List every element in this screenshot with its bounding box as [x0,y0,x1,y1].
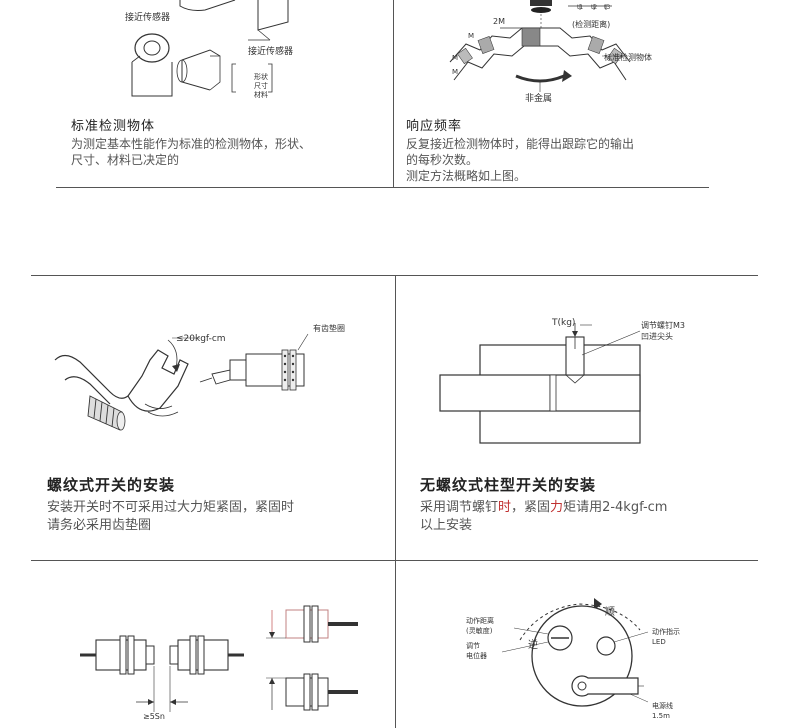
indicator-label-2: LED [652,638,666,646]
threaded-switch-line-1: 安装开关时不可采用过大力矩紧固，紧固时 [47,500,295,515]
m-label-1: M [468,32,475,40]
sensor-label-b: 接近传感器 [248,47,294,57]
line1-mid: ，紧固 [511,500,551,515]
two-m-label: 2M [493,17,505,26]
threaded-switch-line-2: 请务必采用齿垫圈 [47,518,152,533]
non-threaded-switch-line-1: 采用调节螺钉时，紧固力矩请用2-4kgf-cm [420,499,667,517]
line1-red-2: 力 [550,500,564,515]
size-label: 尺寸 [254,82,268,90]
mid-separator [31,560,758,561]
torque-label: ≤20kgf-cm [176,334,226,344]
standard-object-diagram [131,0,289,97]
time-t3: t3 [604,4,611,11]
adjustment-diagram [501,598,649,707]
standard-object-line-1: 为测定基本性能作为标准的检测物体，形状、 [71,137,312,151]
line1-prefix: 采用调节螺钉 [420,500,499,515]
action-distance-label-1: 动作距离 [466,617,494,625]
line1-red: 时 [498,500,512,515]
time-t2: t2 [591,4,598,11]
non-threaded-switch-diagram [439,323,641,444]
sensor-label-a: 接近传感器 [125,13,171,23]
mid-divider [395,275,396,728]
non-metal-label: 非金属 [525,94,553,104]
indicator-label-1: 动作指示 [652,628,680,636]
standard-object-line-2: 尺寸、材料已决定的 [71,153,180,167]
standard-object-title: 标准检测物体 [71,119,156,134]
top-bottom-rule [56,187,709,188]
response-frequency-line-3: 测定方法概略如上图。 [406,169,527,183]
adjust-screw-label-1: 调节螺钉M3 [641,321,685,330]
threaded-switch-diagram [54,333,309,431]
adjust-pot-label-2: 电位器 [466,652,487,660]
non-threaded-switch-title: 无螺纹式柱型开关的安装 [420,476,597,494]
toothed-washer-label: 有齿垫圈 [313,324,345,333]
detection-distance-label: (检测距离) [572,20,611,29]
standard-object-label: 标准检测物体 [604,53,652,62]
adjust-pot-label-1: 调节 [466,642,480,650]
t-kg-label: T(kg) [552,318,576,328]
m-label-2: M [452,54,459,62]
material-label: 材料 [254,91,268,99]
action-distance-label-2: (灵敏度) [466,627,493,635]
mid-top-rule [31,275,758,276]
line1-suffix: 矩请用2-4kgf-cm [563,500,668,515]
response-frequency-title: 响应频率 [406,119,463,134]
spacing-diagram [80,605,358,712]
cable-label-1: 电源线 [652,702,673,710]
ni-label: 逆 [528,640,538,651]
response-frequency-line-1: 反复接近检测物体时，能得出跟踪它的输出 [406,137,635,151]
top-divider [393,0,394,188]
shun-label: 顺 [605,607,615,618]
spacing-label: ≥5Sn [143,712,165,721]
m-label-3: M [452,68,459,76]
response-frequency-diagram [449,0,631,92]
shape-label: 形状 [254,73,268,81]
non-threaded-switch-line-2: 以上安装 [420,518,473,533]
adjust-screw-label-2: 凹进尖头 [641,332,673,341]
response-frequency-line-2: 的每秒次数。 [406,153,479,167]
time-t1: t1 [577,4,584,11]
cable-label-2: 1.5m [652,712,670,720]
threaded-switch-title: 螺纹式开关的安装 [47,476,176,494]
